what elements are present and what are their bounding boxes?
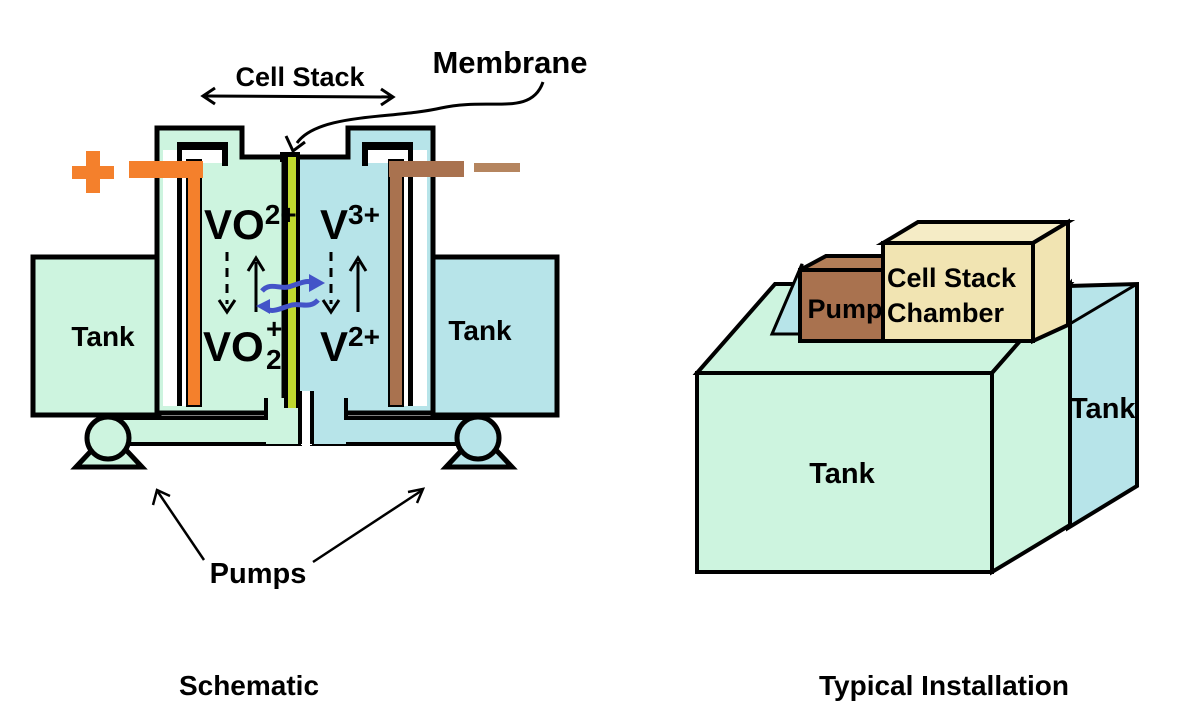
cell-stack-chamber-box (875, 218, 1076, 345)
ion-label-vo2-plus: VO+2 (203, 313, 282, 375)
chamber-side-face (1031, 218, 1070, 345)
ion-label-v3plus: V3+ (320, 199, 380, 248)
right-frame-wall (408, 150, 413, 406)
cell-stack-label: Cell Stack (235, 62, 365, 92)
cell-stack-arrowhead-right (380, 87, 396, 107)
left-charge-arrowhead (246, 255, 266, 272)
crossover-arrowhead-right (309, 274, 325, 292)
pumps-label: Pumps (210, 558, 307, 590)
crossover-arrow-left (268, 298, 320, 313)
cell-stack-arrow-line (203, 94, 394, 99)
negative-electrode (388, 159, 404, 407)
left-port-stub (222, 150, 228, 166)
chamber-label-line1: Cell Stack (887, 263, 1017, 293)
right-port-stub (362, 150, 368, 166)
minus-dash (474, 163, 520, 172)
cell-stack-extent-arrow (200, 86, 396, 107)
pumps-pointer-right (312, 489, 422, 564)
right-tank (430, 254, 560, 418)
right-down-channel (312, 398, 346, 444)
ion-label-v2plus: V2+ (320, 321, 380, 370)
left-reaction-arrows (217, 252, 266, 315)
right-cell-internals (362, 142, 427, 407)
left-frame-wall (177, 150, 182, 406)
cell-stack-arrowhead-left (200, 86, 216, 106)
center-drain-slot (301, 391, 312, 445)
pump-front-face (798, 268, 885, 343)
schematic-caption: Schematic (179, 670, 319, 701)
pumps-arrowhead-right (407, 487, 426, 504)
right-port-top-bar (362, 142, 413, 150)
pumps-pointer-left (156, 491, 206, 561)
negative-bus-bar (389, 161, 464, 177)
schematic-panel: VO2+ V3+ VO+2 V2+ Cell Stack Membrane Ta… (30, 45, 588, 701)
membrane-pointer-curve (295, 81, 545, 144)
positive-bus-bar (129, 161, 203, 178)
rear-tank-edge (1067, 282, 1138, 327)
left-tank-label: Tank (71, 321, 135, 352)
crossover-arrowhead-left (256, 299, 270, 314)
right-reaction-arrows (321, 252, 368, 315)
front-tank-front-face (695, 371, 994, 574)
left-pump-body (84, 414, 132, 462)
negative-terminal-icon (389, 161, 520, 177)
membrane-pointer-arrowhead (284, 135, 306, 154)
left-flow-channel (163, 150, 177, 406)
left-cell-internals (163, 142, 228, 407)
right-inner-gap (402, 150, 408, 406)
front-tank-label: Tank (809, 458, 875, 490)
positive-electrode (186, 159, 202, 407)
right-pump-body (454, 414, 502, 462)
ion-crossover-arrows (256, 274, 325, 314)
pumps-arrowhead-left (151, 488, 171, 506)
right-pump (440, 414, 518, 470)
left-tank (30, 254, 162, 418)
membrane-strip (280, 152, 300, 408)
left-port-top-bar (177, 142, 228, 150)
left-pump (70, 414, 148, 470)
membrane-label: Membrane (432, 45, 587, 80)
membrane-film (288, 157, 296, 408)
pumps-pointer-arrows (151, 487, 426, 564)
right-tank-label: Tank (448, 315, 512, 346)
pump-label: Pump (807, 294, 882, 324)
right-charge-arrowhead (348, 255, 368, 272)
membrane-pointer (284, 81, 545, 154)
installation-caption: Typical Installation (819, 670, 1069, 701)
positive-terminal-icon (72, 151, 203, 193)
left-inner-gap (182, 150, 188, 406)
crossover-arrow-right (260, 279, 312, 293)
right-flow-channel (413, 150, 427, 406)
chamber-label-line2: Chamber (887, 298, 1005, 328)
ion-label-vo2plus: VO2+ (204, 199, 297, 248)
rear-tank-label: Tank (1070, 393, 1136, 425)
plus-vertical (86, 151, 100, 193)
right-discharge-arrowhead (321, 299, 341, 315)
installation-panel: Pump Cell Stack Chamber Tank Tank Typica… (692, 218, 1139, 701)
left-discharge-arrowhead (217, 299, 237, 315)
chamber-front-face (881, 241, 1035, 343)
